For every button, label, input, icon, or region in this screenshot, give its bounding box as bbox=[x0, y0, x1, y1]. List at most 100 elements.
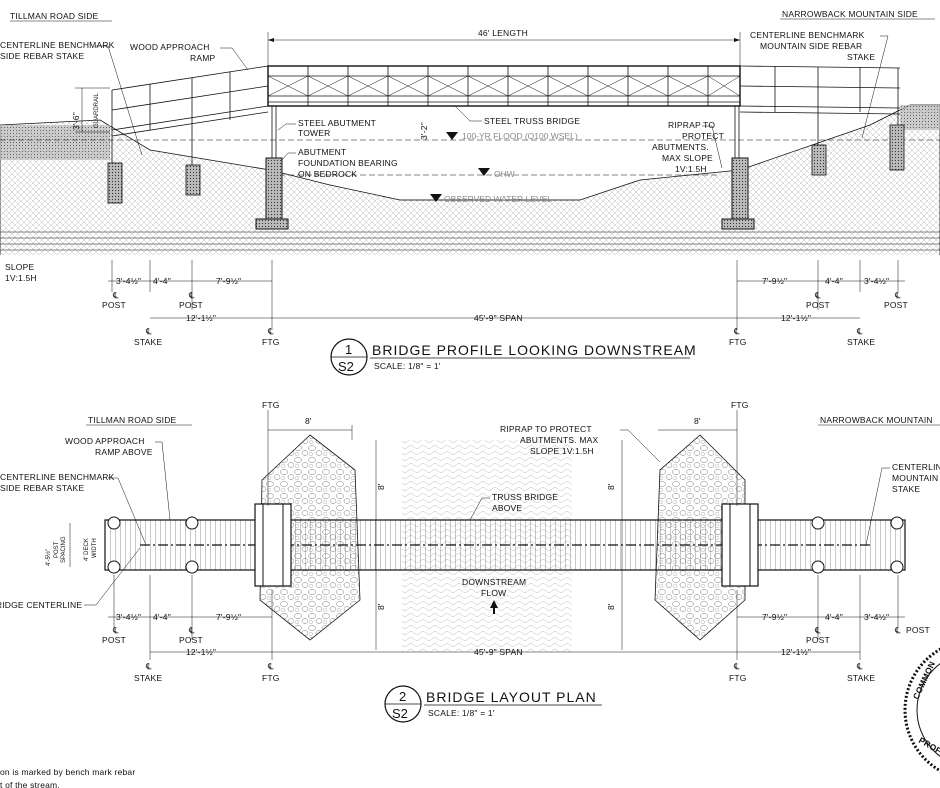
dim-4-4-right: 4'-4" bbox=[825, 276, 843, 286]
profile-dimensions bbox=[108, 260, 905, 330]
ramp-post-footings bbox=[107, 124, 905, 204]
flood-label: 100-YR FLOOD (Q100 WSEL) bbox=[462, 131, 578, 141]
steel-abutment-label-1: STEEL ABUTMENT bbox=[298, 118, 376, 128]
bedrock-lines bbox=[0, 231, 940, 251]
riprap-right bbox=[900, 105, 940, 130]
plan-narrowback-side-label: NARROWBACK MOUNTAIN bbox=[820, 415, 933, 425]
post-label-1: POST bbox=[102, 300, 126, 310]
ohw-label: OHW bbox=[494, 169, 515, 179]
plan-benchmark-right-label-2: MOUNTAIN bbox=[892, 473, 938, 483]
seal-text-1: COMMON bbox=[911, 660, 937, 701]
plan-post-label-3: POST bbox=[806, 635, 830, 645]
professional-seal: COMMON PROFE bbox=[903, 647, 940, 773]
cl-post-4: ℄ bbox=[894, 290, 901, 300]
cl-ftg-1: ℄ bbox=[267, 326, 274, 336]
plan-posts bbox=[107, 516, 904, 574]
plan-dim-3-4-right: 3'-4½" bbox=[864, 612, 889, 622]
riprap-label-1: RIPRAP TO bbox=[668, 120, 715, 130]
plan-dim-4-4-right: 4'-4" bbox=[825, 612, 843, 622]
plan-cl-post-2: ℄ bbox=[188, 625, 195, 635]
plan-truss-above-label-2: ABOVE bbox=[492, 503, 522, 513]
dim-12-1-left: 12'-1½" bbox=[186, 313, 216, 323]
abutment-foundation-label-2: FOUNDATION BEARING bbox=[298, 158, 398, 168]
downstream-label-1: DOWNSTREAM bbox=[462, 577, 526, 587]
plan-cl-ftg-1: ℄ bbox=[267, 661, 274, 671]
wood-ramp-label-1: WOOD APPROACH bbox=[130, 42, 210, 52]
dim-12-1-right: 12'-1½" bbox=[781, 313, 811, 323]
plan-tillman-side-label: TILLMAN ROAD SIDE bbox=[88, 415, 177, 425]
riprap-label-5: 1V:1.5H bbox=[675, 164, 707, 174]
plan-stake-label-2: STAKE bbox=[847, 673, 875, 683]
dim-3-2: 3'-2" bbox=[419, 122, 429, 140]
plan-ftg-label-top-left: FTG bbox=[262, 400, 280, 410]
dim-7-9-right: 7'-9½" bbox=[762, 276, 787, 286]
plan-dim-7-9-right: 7'-9½" bbox=[762, 612, 787, 622]
plan-benchmark-right-label-3: STAKE bbox=[892, 484, 920, 494]
plan-benchmark-left-label-1: CENTERLINE BENCHMARK bbox=[0, 472, 115, 482]
post-spacing-label-3: SPACING bbox=[61, 536, 67, 563]
cl-stake-1: ℄ bbox=[145, 326, 152, 336]
note-line-2: t of the stream. bbox=[0, 780, 60, 788]
dim-3-4-left: 3'-4½" bbox=[116, 276, 141, 286]
deck-width-label-2: WIDTH bbox=[92, 538, 98, 558]
plan-post-label-4: POST bbox=[906, 625, 930, 635]
benchmark-right-label-2: MOUNTAIN SIDE REBAR bbox=[760, 41, 862, 51]
plan-post-label-2: POST bbox=[179, 635, 203, 645]
plan-wood-ramp-label-2: RAMP ABOVE bbox=[95, 447, 153, 457]
guardrail-label: GUARDRAIL bbox=[94, 92, 100, 128]
cl-post-1: ℄ bbox=[112, 290, 119, 300]
benchmark-right-label-1: CENTERLINE BENCHMARK bbox=[750, 30, 865, 40]
plan-cl-post-1: ℄ bbox=[112, 625, 119, 635]
plan-ftg-label-top-right: FTG bbox=[731, 400, 749, 410]
steel-truss-bridge bbox=[267, 65, 741, 107]
plan-eight-left-upper: 8' bbox=[376, 483, 386, 490]
span-dimension: 45'-9" SPAN bbox=[474, 313, 523, 323]
plan-eight-top-right: 8' bbox=[694, 416, 701, 426]
post-spacing-label-2: POST bbox=[54, 541, 60, 558]
profile-scale: SCALE: 1/8" = 1' bbox=[374, 361, 441, 371]
plan-dim-3-4-left: 3'-4½" bbox=[116, 612, 141, 622]
plan-stake-label-1: STAKE bbox=[134, 673, 162, 683]
post-spacing-label-1: 4'-5½" bbox=[45, 549, 52, 566]
slope-label-1: SLOPE bbox=[5, 262, 34, 272]
post-label-3: POST bbox=[806, 300, 830, 310]
cl-stake-2: ℄ bbox=[856, 326, 863, 336]
dim-7-9-left: 7'-9½" bbox=[216, 276, 241, 286]
riprap-label-3: ABUTMENTS. bbox=[652, 142, 709, 152]
guardrail-height: 3'-6" bbox=[71, 112, 81, 130]
right-abutment bbox=[721, 106, 755, 230]
steel-abutment-label-2: TOWER bbox=[298, 128, 330, 138]
plan-eight-right-lower: 8' bbox=[606, 603, 616, 610]
benchmark-left-label-1: CENTERLINE BENCHMARK bbox=[0, 40, 115, 50]
steel-truss-label: STEEL TRUSS BRIDGE bbox=[484, 116, 580, 126]
cl-post-3: ℄ bbox=[814, 290, 821, 300]
plan-riprap-label-2: ABUTMENTS. MAX bbox=[520, 435, 598, 445]
plan-eight-left-lower: 8' bbox=[376, 603, 386, 610]
post-label-2: POST bbox=[179, 300, 203, 310]
plan-title-sheet: S2 bbox=[392, 706, 408, 721]
plan-cl-ftg-2: ℄ bbox=[733, 661, 740, 671]
deck-width-label-1: 4' DECK bbox=[84, 538, 90, 561]
left-wood-ramp bbox=[111, 65, 269, 165]
plan-cl-stake-1: ℄ bbox=[145, 661, 152, 671]
abutment-foundation-label-1: ABUTMENT bbox=[298, 147, 346, 157]
plan-riprap-label-3: SLOPE 1V:1.5H bbox=[530, 446, 594, 456]
profile-title-sheet: S2 bbox=[338, 359, 354, 374]
slope-label-2: 1V:1.5H bbox=[5, 273, 37, 283]
plan-benchmark-left-label-2: SIDE REBAR STAKE bbox=[0, 483, 84, 493]
riprap-label-2: PROTECT bbox=[682, 131, 724, 141]
water-marker bbox=[430, 194, 442, 202]
dim-3-4-right: 3'-4½" bbox=[864, 276, 889, 286]
post-label-4: POST bbox=[884, 300, 908, 310]
tillman-side-label: TILLMAN ROAD SIDE bbox=[10, 11, 99, 21]
cl-post-2: ℄ bbox=[188, 290, 195, 300]
stake-label-2: STAKE bbox=[847, 337, 875, 347]
profile-title-block: 1 S2 BRIDGE PROFILE LOOKING DOWNSTREAM S… bbox=[330, 338, 697, 376]
plan-dimensions bbox=[108, 575, 905, 660]
profile-title-number: 1 bbox=[345, 342, 352, 357]
riprap-label-4: MAX SLOPE bbox=[662, 153, 713, 163]
plan-dim-7-9-left: 7'-9½" bbox=[216, 612, 241, 622]
plan-post-label-1: POST bbox=[102, 635, 126, 645]
plan-title-number: 2 bbox=[399, 689, 406, 704]
profile-title: BRIDGE PROFILE LOOKING DOWNSTREAM bbox=[372, 342, 697, 358]
